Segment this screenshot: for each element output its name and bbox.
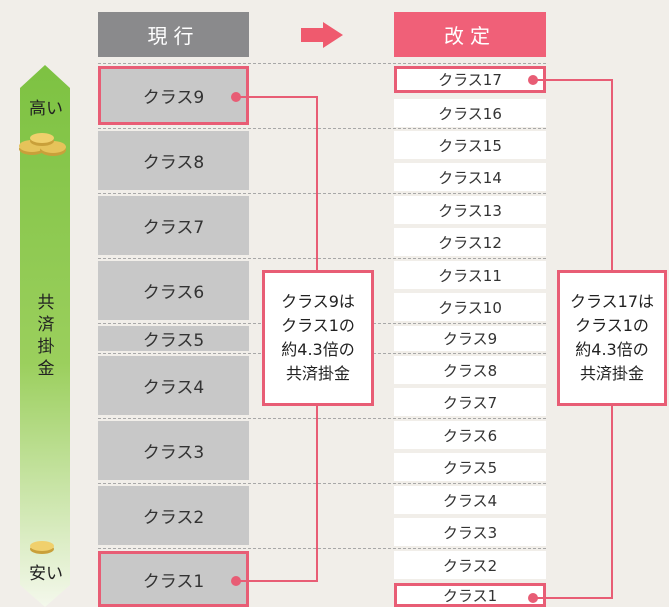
scale-char: 済: [37, 315, 55, 335]
connector-dot: [231, 576, 241, 586]
revised-class-14: クラス14: [394, 163, 546, 191]
arrow-right-icon: [301, 22, 343, 48]
revised-class-5: クラス5: [394, 453, 546, 481]
revised-class-12: クラス12: [394, 228, 546, 256]
guide-line: [98, 483, 546, 484]
current-class-3: クラス3: [98, 421, 249, 480]
guide-line: [98, 548, 546, 549]
scale-char: 掛: [37, 337, 55, 357]
revised-class-13: クラス13: [394, 196, 546, 224]
current-class-6: クラス6: [98, 261, 249, 320]
note-line: クラス17は: [569, 292, 655, 311]
connector-line: [236, 580, 318, 582]
note-line: クラス9は: [281, 292, 355, 311]
guide-line: [98, 258, 546, 259]
current-class-7: クラス7: [98, 196, 249, 255]
note-line: 約4.3倍の: [281, 340, 355, 359]
guide-line: [98, 418, 546, 419]
coin-low-icon: [30, 541, 54, 554]
scale-char: 金: [37, 359, 55, 379]
guide-line: [98, 63, 546, 64]
note-line: クラス1の: [575, 316, 649, 335]
revised-header: 改定: [394, 12, 546, 57]
current-note: クラス9は クラス1の 約4.3倍の 共済掛金: [262, 270, 374, 406]
revised-class-9: クラス9: [394, 326, 546, 351]
connector-dot: [231, 92, 241, 102]
premium-gauge: [19, 65, 70, 607]
connector-line: [236, 96, 318, 98]
coins-high-icon: [19, 133, 66, 156]
revised-class-16: クラス16: [394, 99, 546, 127]
current-class-2: クラス2: [98, 486, 249, 545]
revised-class-10: クラス10: [394, 293, 546, 321]
revised-class-7: クラス7: [394, 388, 546, 416]
guide-line: [98, 193, 546, 194]
revised-class-17: クラス17: [394, 66, 546, 93]
connector-dot: [528, 593, 538, 603]
current-class-5: クラス5: [98, 326, 249, 351]
current-class-4: クラス4: [98, 356, 249, 415]
note-line: クラス1の: [281, 316, 355, 335]
note-line: 共済掛金: [285, 364, 350, 383]
revised-class-1: クラス1: [394, 583, 546, 607]
scale-high-label: 高い: [29, 99, 63, 119]
revised-class-15: クラス15: [394, 131, 546, 159]
scale-low-label: 安い: [29, 564, 63, 584]
current-class-9: クラス9: [98, 66, 249, 125]
guide-line: [98, 128, 546, 129]
revised-class-11: クラス11: [394, 261, 546, 289]
revised-class-3: クラス3: [394, 518, 546, 546]
current-class-1: クラス1: [98, 551, 249, 607]
connector-dot: [528, 75, 538, 85]
current-class-8: クラス8: [98, 131, 249, 190]
scale-middle-label: 共 済 掛 金: [24, 292, 68, 380]
revised-note: クラス17は クラス1の 約4.3倍の 共済掛金: [557, 270, 667, 406]
revised-class-2: クラス2: [394, 551, 546, 579]
revised-class-8: クラス8: [394, 356, 546, 384]
note-line: 約4.3倍の: [575, 340, 649, 359]
revised-class-6: クラス6: [394, 421, 546, 449]
connector-line: [533, 597, 613, 599]
current-header: 現行: [98, 12, 249, 57]
scale-char: 共: [37, 293, 55, 313]
revised-class-4: クラス4: [394, 486, 546, 514]
connector-line: [533, 79, 613, 81]
note-line: 共済掛金: [579, 364, 644, 383]
